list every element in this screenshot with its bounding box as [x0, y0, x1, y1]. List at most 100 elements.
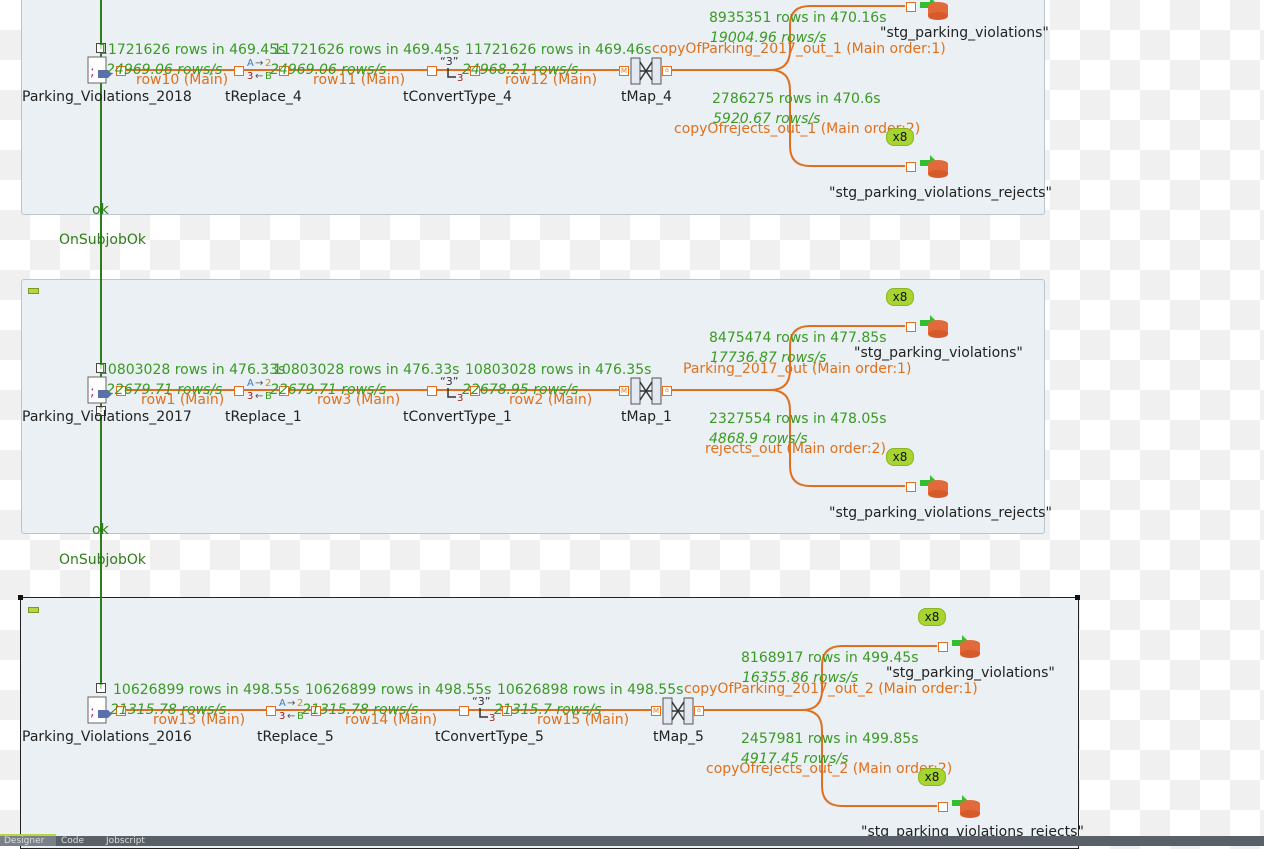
db-output-icon[interactable]: [950, 632, 982, 660]
component-name[interactable]: tReplace_5: [257, 729, 334, 745]
convert-type-icon[interactable]: “3”3: [440, 375, 466, 403]
selection-handle[interactable]: [18, 595, 23, 600]
row-port[interactable]: [116, 706, 126, 716]
row-port[interactable]: [279, 66, 289, 76]
tab-jobscript[interactable]: Jobscript: [106, 836, 145, 846]
flow-label[interactable]: row2 (Main): [509, 392, 593, 408]
flow-label[interactable]: copyOfParking_2017_out_1 (Main order:1): [652, 41, 946, 57]
flow-label[interactable]: copyOfParking_2017_out_2 (Main order:1): [684, 681, 978, 697]
flow-label[interactable]: rejects_out (Main order:2): [705, 441, 886, 457]
row-port[interactable]: [427, 66, 437, 76]
db-output-icon[interactable]: [918, 0, 950, 22]
flow-label[interactable]: row1 (Main): [141, 392, 225, 408]
trigger-label[interactable]: OnSubjobOk: [59, 232, 147, 248]
row-port[interactable]: [938, 642, 948, 652]
file-input-icon[interactable]: ;: [86, 56, 116, 86]
flow-label[interactable]: row15 (Main): [537, 712, 630, 728]
flow-label[interactable]: Parking_2017_out (Main order:1): [683, 361, 912, 377]
collapse-icon[interactable]: [28, 288, 39, 294]
row-port[interactable]: [116, 386, 126, 396]
flow-label[interactable]: row10 (Main): [136, 72, 229, 88]
row-port[interactable]: [279, 386, 289, 396]
db-output-icon[interactable]: [918, 312, 950, 340]
row-port[interactable]: M: [619, 386, 629, 396]
component-name[interactable]: tMap_4: [621, 89, 672, 105]
flow-label[interactable]: copyOfrejects_out_2 (Main order:2): [706, 761, 953, 777]
row-port[interactable]: [234, 66, 244, 76]
row-port[interactable]: o: [662, 386, 672, 396]
trigger-port[interactable]: T: [96, 406, 106, 416]
stat-convert: 10803028 rows in 476.35s: [465, 362, 652, 378]
row-port[interactable]: [906, 162, 916, 172]
row-port[interactable]: [116, 66, 126, 76]
row-port[interactable]: M: [651, 706, 661, 716]
flow-label[interactable]: row3 (Main): [317, 392, 401, 408]
component-name[interactable]: tMap_5: [653, 729, 704, 745]
trigger-port[interactable]: T: [96, 43, 106, 53]
replace-icon[interactable]: A→23←B: [245, 376, 275, 402]
flow-label[interactable]: row11 (Main): [313, 72, 406, 88]
row-port[interactable]: [470, 66, 480, 76]
flow-label[interactable]: row14 (Main): [345, 712, 438, 728]
trigger-label[interactable]: OnSubjobOk: [59, 552, 147, 568]
component-name[interactable]: "stg_parking_violations_rejects": [829, 185, 1052, 201]
tmap-icon[interactable]: [630, 56, 662, 86]
file-input-icon[interactable]: ;: [86, 696, 116, 726]
component-name[interactable]: Parking_Violations_2017: [22, 409, 192, 425]
row-port[interactable]: [906, 2, 916, 12]
tab-designer[interactable]: Designer: [0, 834, 56, 846]
file-input-icon[interactable]: ;: [86, 376, 116, 406]
svg-text:→: →: [287, 698, 295, 709]
flow-label[interactable]: row12 (Main): [505, 72, 598, 88]
selection-handle[interactable]: [1075, 595, 1080, 600]
collapse-icon[interactable]: [28, 607, 39, 613]
row-port[interactable]: [459, 706, 469, 716]
flow-label[interactable]: copyOfrejects_out_1 (Main order:2): [674, 121, 921, 137]
component-name[interactable]: tReplace_4: [225, 89, 302, 105]
replace-icon[interactable]: A→23←B: [245, 56, 275, 82]
replace-icon[interactable]: A→23←B: [277, 696, 307, 722]
rate-replace: 24969.06 rows/s: [270, 62, 387, 78]
rate-convert: 22678.95 rows/s: [462, 382, 579, 398]
tab-code[interactable]: Code: [61, 836, 85, 846]
row-port[interactable]: [502, 706, 512, 716]
component-name[interactable]: "stg_parking_violations_rejects": [829, 505, 1052, 521]
row-port[interactable]: [906, 482, 916, 492]
trigger-port[interactable]: T: [96, 363, 106, 373]
row-port[interactable]: M: [619, 66, 629, 76]
convert-type-icon[interactable]: “3”3: [440, 55, 466, 83]
tmap-icon[interactable]: [662, 696, 694, 726]
trigger-status: ok: [92, 202, 109, 218]
component-name[interactable]: Parking_Violations_2018: [22, 89, 192, 105]
component-name[interactable]: "stg_parking_violations": [854, 345, 1023, 361]
component-name[interactable]: Parking_Violations_2016: [22, 729, 192, 745]
tmap-icon[interactable]: [630, 376, 662, 406]
component-name[interactable]: tConvertType_5: [435, 729, 544, 745]
component-name[interactable]: tConvertType_4: [403, 89, 512, 105]
row-port[interactable]: [938, 802, 948, 812]
component-name[interactable]: tReplace_1: [225, 409, 302, 425]
db-output-icon[interactable]: [918, 152, 950, 180]
row-port[interactable]: [906, 322, 916, 332]
row-port[interactable]: [311, 706, 321, 716]
row-port[interactable]: [427, 386, 437, 396]
component-name[interactable]: tMap_1: [621, 409, 672, 425]
db-output-icon[interactable]: [918, 472, 950, 500]
flow-label[interactable]: row13 (Main): [153, 712, 246, 728]
row-port[interactable]: [266, 706, 276, 716]
stat-out2: 2786275 rows in 470.6s: [712, 91, 881, 107]
row-port[interactable]: [470, 386, 480, 396]
rate-out2: 5920.67 rows/s: [713, 111, 821, 127]
component-name[interactable]: "stg_parking_violations": [886, 665, 1055, 681]
db-output-icon[interactable]: [950, 792, 982, 820]
convert-type-icon[interactable]: “3”3: [472, 695, 498, 723]
row-port[interactable]: [234, 386, 244, 396]
stat-input: 10626899 rows in 498.55s: [113, 682, 300, 698]
row-port[interactable]: o: [694, 706, 704, 716]
row-port[interactable]: o: [662, 66, 672, 76]
svg-text:3: 3: [489, 713, 495, 723]
rate-convert: 21315.7 rows/s: [494, 702, 602, 718]
trigger-port[interactable]: T: [96, 683, 106, 693]
component-name[interactable]: tConvertType_1: [403, 409, 512, 425]
component-name[interactable]: "stg_parking_violations": [880, 25, 1049, 41]
